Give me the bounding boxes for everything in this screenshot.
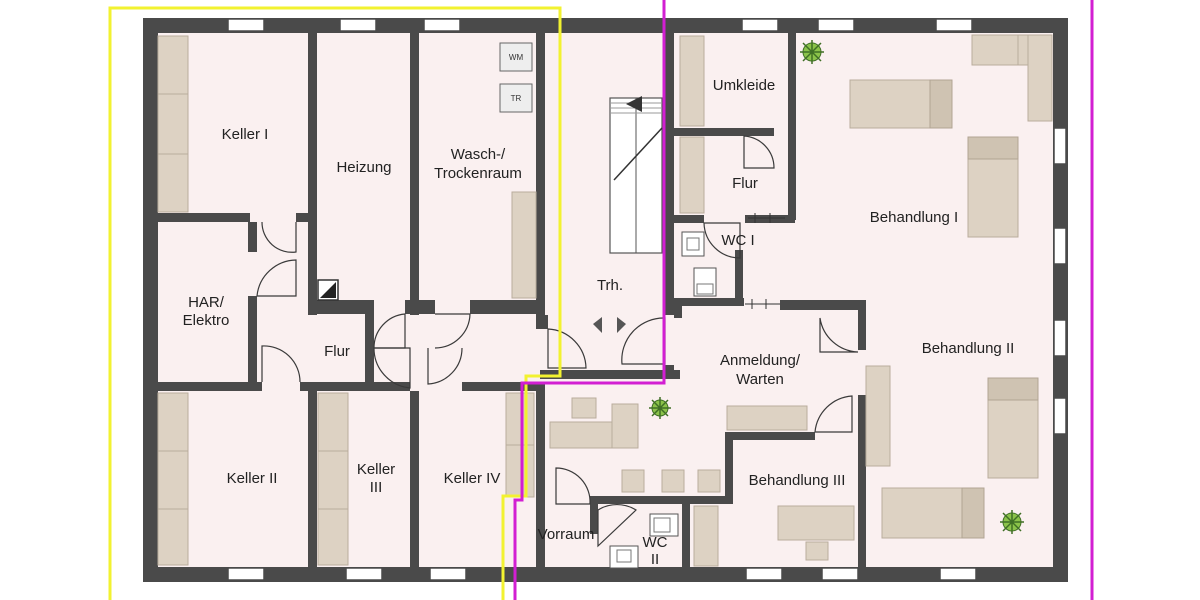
room-label-keller-4: Keller IV <box>444 470 501 487</box>
chimney-icon <box>317 279 339 301</box>
room-label-wc-1: WC I <box>721 232 754 249</box>
room-label-flur-left: Flur <box>324 343 350 360</box>
doors <box>256 135 859 548</box>
room-label-keller-1: Keller I <box>222 126 269 143</box>
room-label-umkleide: Umkleide <box>713 77 776 94</box>
plant-icon <box>649 397 671 419</box>
room-label-behandlung-2: Behandlung II <box>922 340 1015 357</box>
room-label-har-line2: Elektro <box>183 312 230 329</box>
room-label-behandlung-1: Behandlung I <box>870 209 958 226</box>
washing-machine-label: WM <box>509 53 524 62</box>
plant-icon <box>800 40 824 64</box>
room-label-keller-2: Keller II <box>227 470 278 487</box>
room-label-wasch-line1: Wasch-/ <box>451 146 506 163</box>
furniture <box>157 34 1053 569</box>
room-label-wc-2-line2: II <box>651 551 659 568</box>
room-label-anmeldung-line2: Warten <box>736 371 784 388</box>
room-label-flur-right: Flur <box>732 175 758 192</box>
windows <box>227 18 1067 581</box>
dryer: TR <box>499 83 533 113</box>
room-label-heizung: Heizung <box>336 159 391 176</box>
magenta-boundary-line <box>513 0 666 600</box>
dryer-label: TR <box>511 94 522 103</box>
room-label-wc-2-line1: WC <box>643 534 668 551</box>
room-label-anmeldung-line1: Anmeldung/ <box>720 352 801 369</box>
yellow-boundary-line <box>108 6 562 600</box>
staircase <box>609 96 663 254</box>
room-label-har-line1: HAR/ <box>188 294 225 311</box>
room-label-vorraum: Vorraum <box>538 526 595 543</box>
room-label-wasch-line2: Trockenraum <box>434 165 522 182</box>
room-label-keller-3-line1: Keller <box>357 461 395 478</box>
washing-machine: WM <box>499 42 533 72</box>
room-label-treppenhaus: Trh. <box>597 277 623 294</box>
room-label-keller-3-line2: III <box>370 479 383 496</box>
room-labels: Keller I Heizung Wasch-/ Trockenraum HAR… <box>183 77 1015 568</box>
stair-direction-arrows-icon <box>593 317 626 333</box>
room-label-behandlung-3: Behandlung III <box>749 472 846 489</box>
plant-icon <box>1000 510 1024 534</box>
